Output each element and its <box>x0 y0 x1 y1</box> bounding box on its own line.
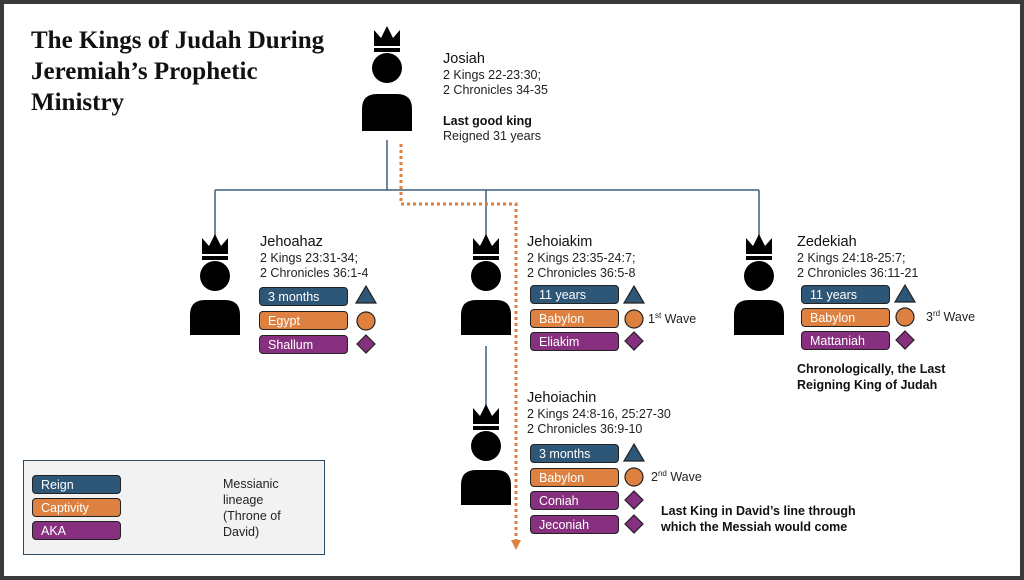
wave-ordinal: 3 <box>926 310 933 325</box>
jehoahaz-aka-pill: Shallum <box>259 335 348 354</box>
josiah-note-bold: Last good king <box>443 114 532 128</box>
aka-diamond-icon <box>356 334 376 354</box>
captivity-circle-icon <box>356 311 376 331</box>
zedekiah-name: Zedekiah <box>797 234 857 250</box>
jehoahaz-reign-pill: 3 months <box>259 287 348 306</box>
jehoahaz-captivity-pill: Egypt <box>259 311 348 330</box>
zedekiah-captivity-pill: Babylon <box>801 308 890 327</box>
legend-captivity-pill: Captivity <box>32 498 121 517</box>
legend-aka-pill: AKA <box>32 521 121 540</box>
zedekiah-reign-pill: 11 years <box>801 285 890 304</box>
lineage-arrow-icon <box>511 540 521 550</box>
zedekiah-refs: 2 Kings 24:18-25:7; 2 Chronicles 36:11-2… <box>797 251 919 280</box>
jehoiakim-reign-pill: 11 years <box>530 285 619 304</box>
captivity-circle-icon <box>624 309 644 329</box>
zedekiah-aka-pill: Mattaniah <box>801 331 890 350</box>
josiah-name: Josiah <box>443 51 485 67</box>
wave-ordinal: 2 <box>651 470 658 485</box>
wave-suffix: nd <box>657 469 667 478</box>
zedekiah-wave: 3rd Wave <box>926 309 975 324</box>
wave-ordinal: 1 <box>648 312 655 327</box>
jehoiachin-name: Jehoiachin <box>527 390 597 406</box>
reign-triangle-icon <box>622 284 646 304</box>
captivity-circle-icon <box>624 467 644 487</box>
reign-triangle-icon <box>622 442 646 462</box>
jehoiakim-wave: 1st Wave <box>648 311 696 326</box>
jehoahaz-name: Jehoahaz <box>260 234 323 250</box>
legend-reign-pill: Reign <box>32 475 121 494</box>
wave-suffix: rd <box>932 309 941 318</box>
jehoiachin-note-bold: Last King in David’s line through which … <box>661 504 856 534</box>
jehoiakim-captivity-pill: Babylon <box>530 309 619 328</box>
jehoiachin-aka-pill-coniah: Coniah <box>530 491 619 510</box>
aka-diamond-icon <box>624 490 644 510</box>
crowned-king-icon <box>362 26 412 131</box>
crowned-king-icon <box>461 234 511 335</box>
wave-suffix: st <box>654 311 662 320</box>
josiah-refs: 2 Kings 22-23:30; 2 Chronicles 34-35 <box>443 68 548 97</box>
jehoahaz-refs: 2 Kings 23:31-34; 2 Chronicles 36:1-4 <box>260 251 369 280</box>
crowned-king-icon <box>734 234 784 335</box>
wave-word: Wave <box>940 310 976 325</box>
jehoiachin-reign-pill: 3 months <box>530 444 619 463</box>
diagram-canvas: The Kings of Judah During Jeremiah’s Pro… <box>4 4 1020 576</box>
zedekiah-note-bold: Chronologically, the Last Reigning King … <box>797 362 946 392</box>
jehoiachin-refs: 2 Kings 24:8-16, 25:27-30 2 Chronicles 3… <box>527 407 671 436</box>
wave-word: Wave <box>661 312 697 327</box>
aka-diamond-icon <box>624 514 644 534</box>
aka-diamond-icon <box>624 331 644 351</box>
aka-diamond-icon <box>895 330 915 350</box>
crowned-king-icon <box>461 404 511 505</box>
reign-triangle-icon <box>354 284 378 304</box>
page-title: The Kings of Judah During Jeremiah’s Pro… <box>31 27 325 116</box>
jehoiakim-aka-pill: Eliakim <box>530 332 619 351</box>
reign-triangle-icon <box>893 283 917 303</box>
jehoiakim-name: Jehoiakim <box>527 234 593 250</box>
jehoiachin-aka-pill-jeconiah: Jeconiah <box>530 515 619 534</box>
connector-lines <box>125 26 917 550</box>
crowned-king-icon <box>190 234 240 335</box>
jehoiachin-wave: 2nd Wave <box>651 469 702 484</box>
josiah-note: Reigned 31 years <box>443 129 541 143</box>
jehoiachin-captivity-pill: Babylon <box>530 468 619 487</box>
wave-word: Wave <box>666 470 702 485</box>
legend-lineage-label: Messianic lineage (Throne of David) <box>223 477 281 539</box>
messianic-lineage-path <box>399 144 521 550</box>
captivity-circle-icon <box>895 307 915 327</box>
jehoiakim-refs: 2 Kings 23:35-24:7; 2 Chronicles 36:5-8 <box>527 251 636 280</box>
